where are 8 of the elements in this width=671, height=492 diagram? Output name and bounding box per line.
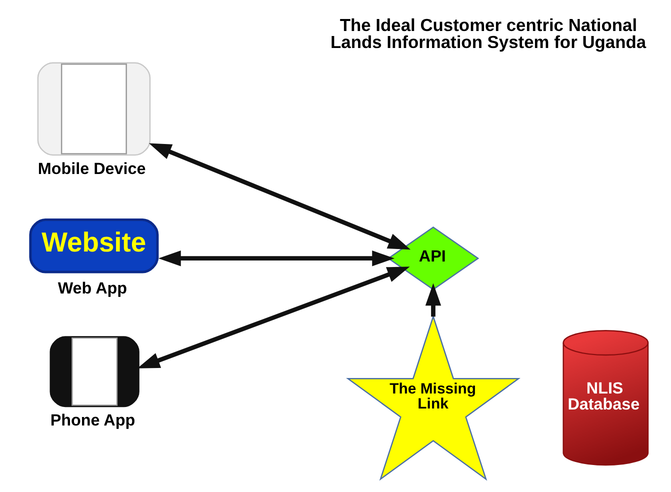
arrow bbox=[425, 283, 442, 317]
node-label: Mobile Device bbox=[38, 160, 146, 178]
node-label: Phone App bbox=[50, 412, 136, 430]
arrow bbox=[137, 266, 410, 368]
node-label: Web App bbox=[58, 280, 128, 298]
diagram-title: The Ideal Customer centric National Lands Information System for Uganda bbox=[330, 14, 646, 52]
arrow bbox=[158, 250, 395, 266]
arrow bbox=[148, 143, 411, 250]
